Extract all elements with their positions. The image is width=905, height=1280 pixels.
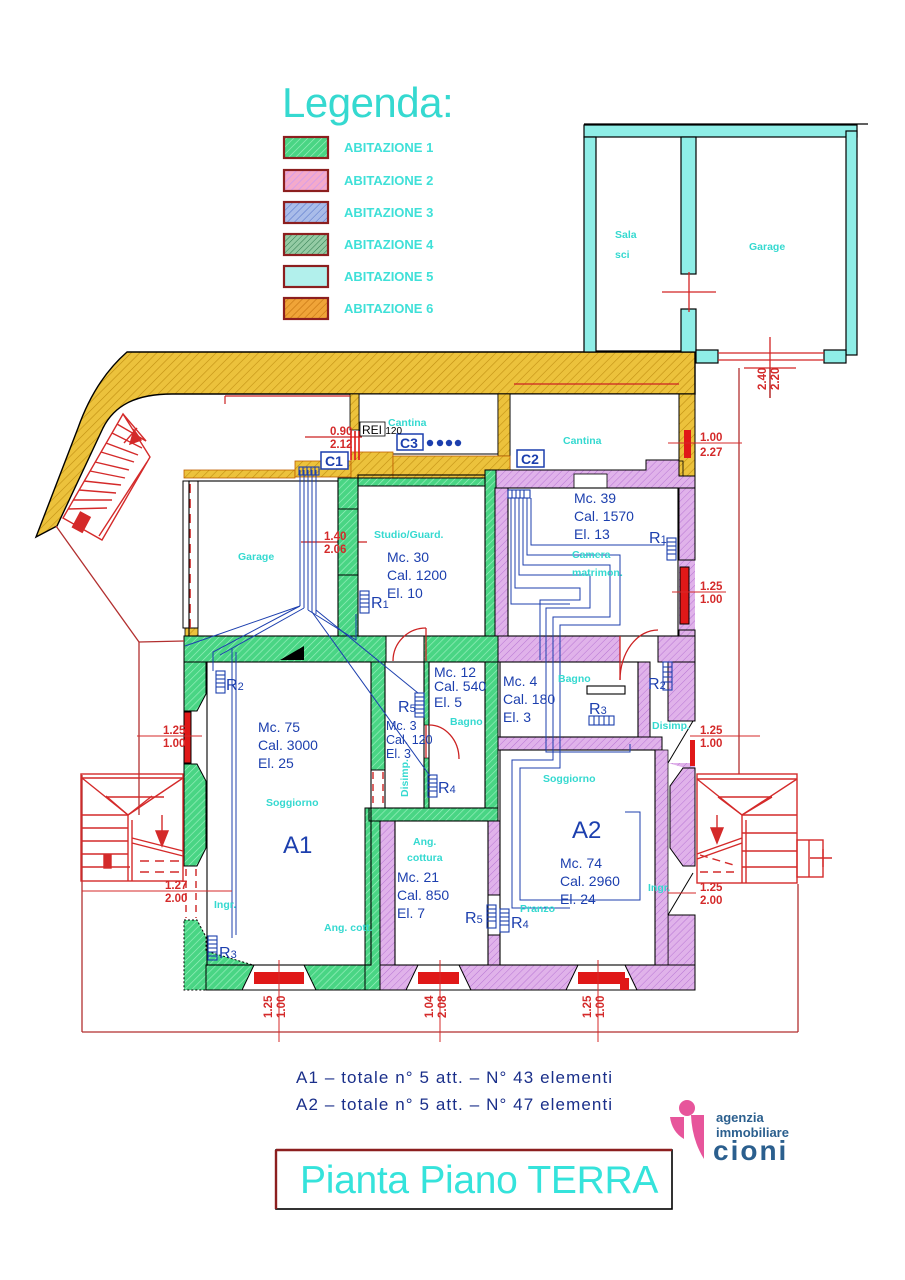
svg-text:R5: R5	[465, 910, 483, 927]
svg-text:immobiliare: immobiliare	[716, 1125, 789, 1140]
svg-text:2.20: 2.20	[770, 368, 782, 390]
svg-text:Mc. 39: Mc. 39	[574, 490, 616, 506]
svg-text:Mc. 30: Mc. 30	[387, 549, 429, 565]
svg-text:Mc. 74: Mc. 74	[560, 855, 602, 871]
svg-text:R4: R4	[511, 915, 529, 932]
svg-text:Cal. 1200: Cal. 1200	[387, 567, 447, 583]
svg-text:1.25: 1.25	[700, 725, 723, 737]
svg-text:Bagno: Bagno	[450, 716, 483, 728]
svg-text:R3: R3	[589, 701, 607, 718]
svg-text:REI 120: REI 120	[362, 423, 402, 437]
svg-text:Disimp.: Disimp.	[399, 759, 411, 797]
svg-text:1.00: 1.00	[163, 738, 185, 750]
svg-text:Bagno: Bagno	[558, 673, 591, 685]
svg-text:1.00: 1.00	[700, 432, 722, 444]
svg-text:A2: A2	[572, 817, 601, 844]
svg-text:C2: C2	[521, 451, 539, 467]
svg-text:Garage: Garage	[749, 241, 785, 253]
svg-text:1.04: 1.04	[424, 995, 436, 1018]
svg-text:El. 3: El. 3	[386, 747, 411, 761]
svg-text:ABITAZIONE 2: ABITAZIONE 2	[344, 173, 433, 188]
svg-text:Ingr.: Ingr.	[648, 882, 670, 894]
svg-text:A2 – totale n° 5 att. – N° 47: A2 – totale n° 5 att. – N° 47 elementi	[296, 1095, 613, 1114]
svg-text:El. 25: El. 25	[258, 755, 294, 771]
svg-text:cioni: cioni	[713, 1135, 788, 1166]
svg-text:Sala: Sala	[615, 229, 637, 241]
svg-text:1.25: 1.25	[700, 882, 723, 894]
svg-text:2.08: 2.08	[437, 995, 449, 1018]
svg-text:El. 5: El. 5	[434, 694, 462, 710]
svg-text:1.25: 1.25	[263, 995, 275, 1018]
svg-text:cottura: cottura	[407, 852, 443, 864]
svg-text:1.00: 1.00	[276, 996, 288, 1018]
svg-text:1.00: 1.00	[595, 996, 607, 1018]
svg-text:Cal. 2960: Cal. 2960	[560, 873, 620, 889]
svg-text:Soggiorno: Soggiorno	[543, 773, 596, 785]
svg-text:2.06: 2.06	[324, 544, 346, 556]
svg-text:Cal. 540: Cal. 540	[434, 678, 486, 694]
svg-text:1.40: 1.40	[324, 531, 346, 543]
svg-text:Ang. cott.: Ang. cott.	[324, 922, 372, 934]
svg-text:Mc. 12: Mc. 12	[434, 664, 476, 680]
svg-text:Pianta Piano TERRA: Pianta Piano TERRA	[300, 1159, 658, 1202]
svg-text:matrimon.: matrimon.	[572, 567, 623, 579]
svg-text:ABITAZIONE 6: ABITAZIONE 6	[344, 301, 433, 316]
svg-text:1.00: 1.00	[700, 738, 722, 750]
svg-text:Disimp.: Disimp.	[652, 720, 690, 732]
svg-text:Studio/Guard.: Studio/Guard.	[374, 529, 443, 541]
svg-text:1.25: 1.25	[700, 581, 723, 593]
svg-text:Garage: Garage	[238, 551, 274, 563]
svg-text:sci: sci	[615, 249, 630, 261]
svg-text:Cal. 850: Cal. 850	[397, 887, 449, 903]
svg-text:Mc. 4: Mc. 4	[503, 673, 537, 689]
svg-text:Mc. 3: Mc. 3	[386, 719, 417, 733]
svg-text:2.00: 2.00	[700, 895, 722, 907]
svg-text:R3: R3	[219, 945, 237, 962]
svg-text:R2: R2	[226, 677, 244, 694]
svg-text:ABITAZIONE 1: ABITAZIONE 1	[344, 140, 433, 155]
svg-text:1.27: 1.27	[165, 880, 187, 892]
svg-text:0.90: 0.90	[330, 426, 352, 438]
svg-text:Pranzo: Pranzo	[520, 903, 555, 915]
svg-text:ABITAZIONE 4: ABITAZIONE 4	[344, 237, 434, 252]
svg-text:Mc. 21: Mc. 21	[397, 869, 439, 885]
svg-text:C1: C1	[325, 453, 343, 469]
svg-text:C3: C3	[400, 435, 418, 451]
svg-text:Cal. 180: Cal. 180	[503, 691, 555, 707]
svg-text:El. 3: El. 3	[503, 709, 531, 725]
svg-text:2.12: 2.12	[330, 439, 352, 451]
svg-text:1.25: 1.25	[582, 995, 594, 1018]
svg-text:A1: A1	[283, 832, 312, 859]
svg-text:R1: R1	[649, 530, 667, 547]
svg-text:Cal. 1570: Cal. 1570	[574, 508, 634, 524]
svg-text:Ang.: Ang.	[413, 836, 436, 848]
svg-text:El. 13: El. 13	[574, 526, 610, 542]
svg-text:ABITAZIONE 3: ABITAZIONE 3	[344, 205, 433, 220]
svg-text:2.40: 2.40	[757, 368, 769, 390]
svg-text:Soggiorno: Soggiorno	[266, 797, 319, 809]
svg-text:Mc. 75: Mc. 75	[258, 719, 300, 735]
svg-text:Cal. 3000: Cal. 3000	[258, 737, 318, 753]
svg-text:Ingr.: Ingr.	[214, 899, 236, 911]
svg-text:El. 7: El. 7	[397, 905, 425, 921]
svg-text:R5: R5	[398, 699, 416, 716]
svg-text:Cantina: Cantina	[388, 417, 427, 429]
svg-text:R2: R2	[648, 676, 666, 693]
svg-text:Cal. 120: Cal. 120	[386, 733, 433, 747]
svg-text:Legenda:: Legenda:	[282, 79, 453, 126]
svg-text:2.27: 2.27	[700, 447, 722, 459]
svg-text:El. 24: El. 24	[560, 891, 596, 907]
svg-text:R4: R4	[438, 780, 456, 797]
svg-text:A1 – totale n° 5 att. – N° 43: A1 – totale n° 5 att. – N° 43 elementi	[296, 1068, 613, 1087]
svg-text:ABITAZIONE 5: ABITAZIONE 5	[344, 269, 433, 284]
svg-text:Camera: Camera	[572, 549, 611, 561]
svg-text:El. 10: El. 10	[387, 585, 423, 601]
svg-text:1.25: 1.25	[163, 725, 186, 737]
svg-text:2.00: 2.00	[165, 893, 187, 905]
svg-text:Cantina: Cantina	[563, 435, 602, 447]
svg-text:1.00: 1.00	[700, 594, 722, 606]
svg-text:agenzia: agenzia	[716, 1110, 764, 1125]
svg-text:R1: R1	[371, 595, 389, 612]
